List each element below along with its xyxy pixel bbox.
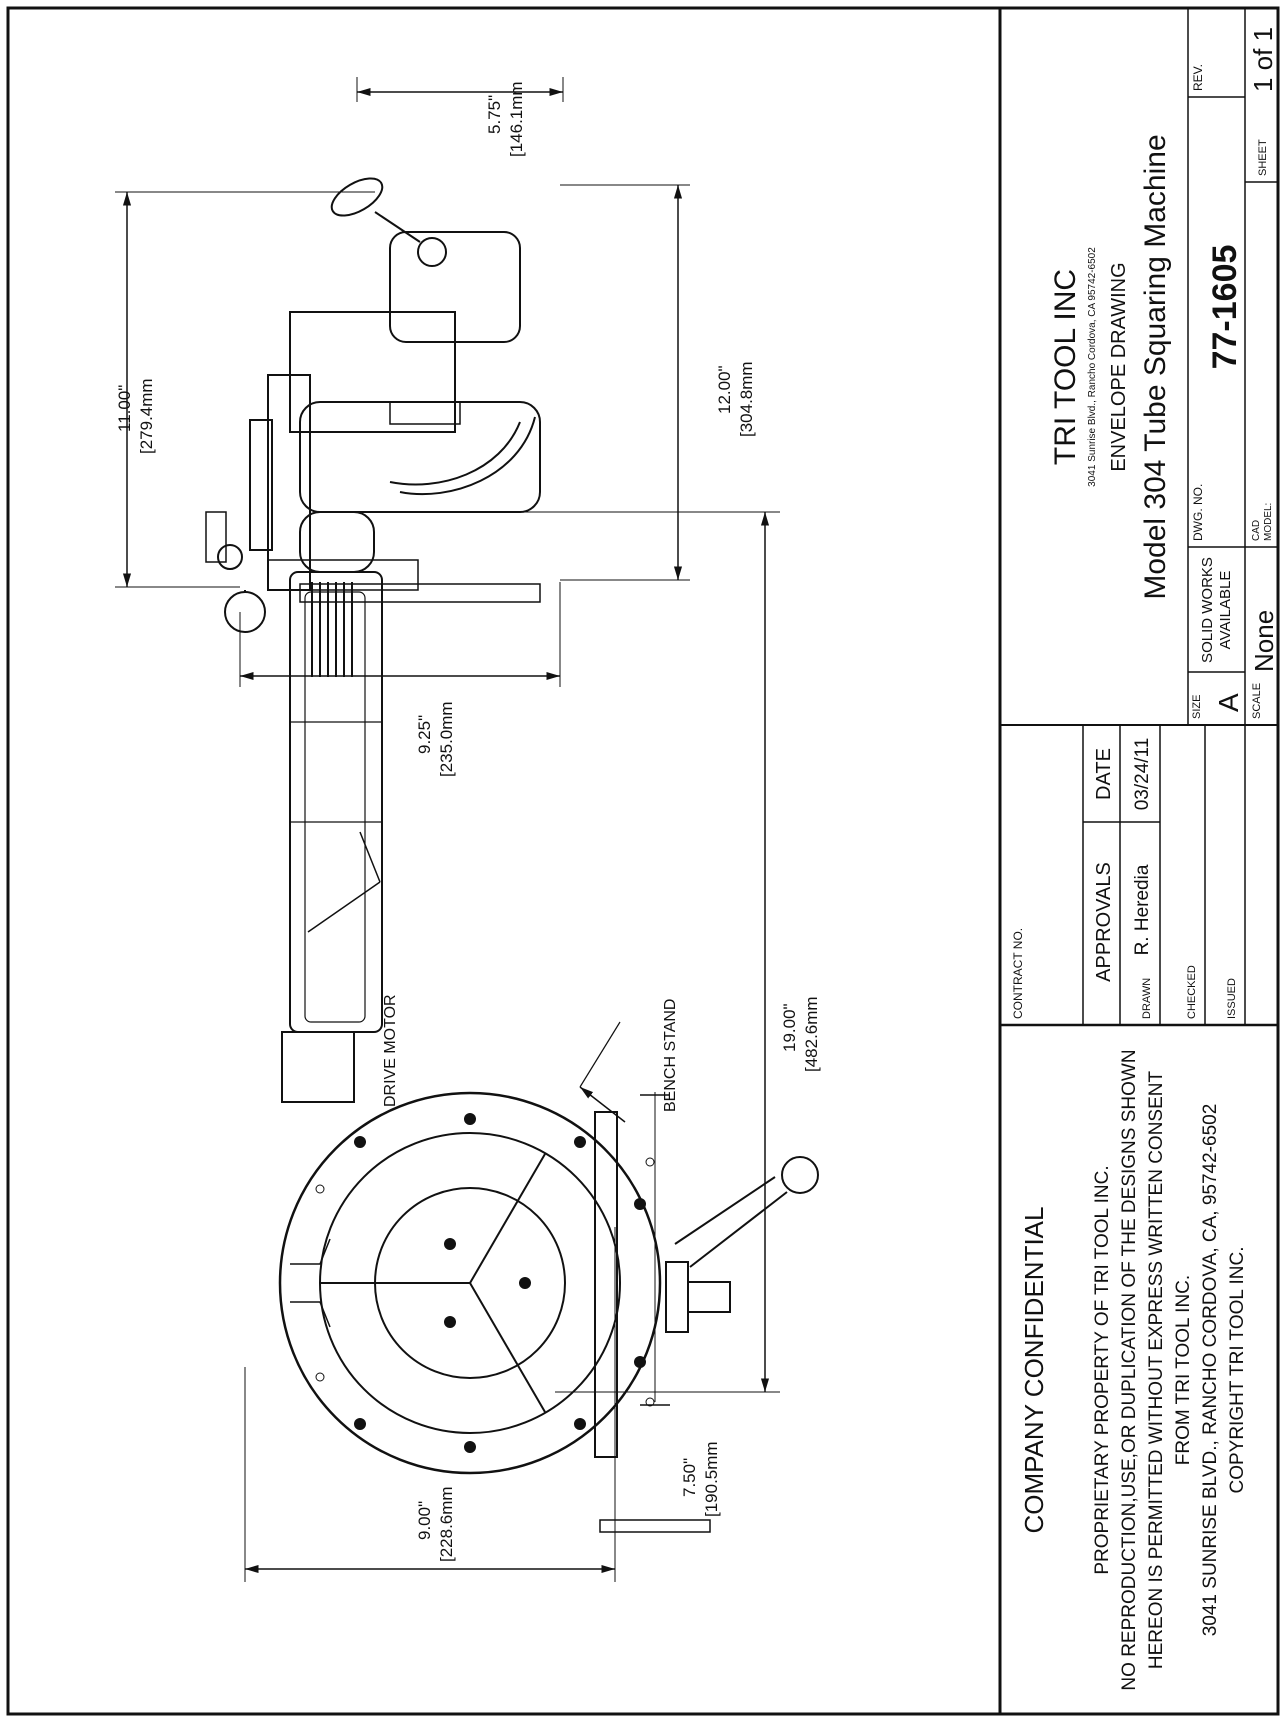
dim-12-00-mm: [304.8mm (737, 361, 756, 437)
ring-bolts (354, 1113, 646, 1453)
approvals-label: APPROVALS (1093, 862, 1115, 982)
dim-9-25-mm: [235.0mm (437, 701, 456, 777)
dim-7-50-mm: [190.5mm (702, 1441, 721, 1517)
callout-bench-stand: BENCH STAND (662, 999, 679, 1113)
drawn-by: R. Heredia (1132, 864, 1153, 955)
sheet-label: SHEET (1257, 139, 1269, 176)
notice-line-6: COPYRIGHT TRI TOOL INC. (1227, 1246, 1248, 1493)
dim-5-75-mm: [146.1mm (507, 81, 526, 157)
notice-line-4: FROM TRI TOOL INC. (1173, 1275, 1194, 1465)
drawing-type: ENVELOPE DRAWING (1108, 262, 1130, 471)
cad-model-line-2: MODEL: (1263, 503, 1274, 541)
sheet-border (6, 6, 1280, 1716)
notice-line-3: HEREON IS PERMITTED WITHOUT EXPRESS WRIT… (1146, 1071, 1167, 1670)
bench-stand (594, 1111, 618, 1458)
rev-label: REV. (1191, 64, 1205, 91)
notice-line-5: 3041 SUNRISE BLVD., RANCHO CORDOVA, CA, … (1200, 1104, 1221, 1637)
dim-9-00-in: 9.00" (415, 1501, 434, 1540)
dimension-labels: 9.00" [228.6mm 7.50" [190.5mm 19.00" [48… (115, 81, 821, 1562)
company-address: 3041 Sunrise Blvd., Rancho Cordova, CA 9… (1087, 247, 1098, 487)
drawn-date: 03/24/11 (1132, 738, 1153, 811)
date-label: DATE (1093, 748, 1115, 800)
notice-line-2: NO REPRODUCTION,USE,OR DUPLICATION OF TH… (1119, 1049, 1140, 1690)
dwg-no-label: DWG. NO. (1191, 484, 1205, 541)
dim-19-00-mm: [482.6mm (802, 996, 821, 1072)
dim-11-00-in: 11.00" (115, 385, 134, 432)
dim-9-00-mm: [228.6mm (437, 1486, 456, 1562)
checked-label: CHECKED (1186, 965, 1198, 1019)
drawn-label: DRAWN (1141, 978, 1153, 1019)
drawing-title: Model 304 Tube Squaring Machine (1139, 134, 1172, 599)
solidworks-line-2: AVAILABLE (1217, 571, 1234, 650)
dim-5-75-in: 5.75" (485, 95, 504, 134)
scale-label: SCALE (1251, 683, 1263, 719)
dim-12-00-in: 12.00" (715, 365, 734, 414)
callout-drive-motor: DRIVE MOTOR (382, 994, 399, 1107)
dim-19-00-in: 19.00" (780, 1003, 799, 1052)
notice-line-1: PROPRIETARY PROPERTY OF TRI TOOL INC. (1092, 1165, 1113, 1574)
cad-model-line-1: CAD (1251, 520, 1262, 541)
dim-9-25-in: 9.25" (415, 715, 434, 754)
title-block: COMPANY CONFIDENTIAL PROPRIETARY PROPERT… (998, 8, 1279, 1714)
side-view (115, 77, 690, 687)
company-confidential: COMPANY CONFIDENTIAL (1019, 1207, 1049, 1534)
drive-motor (281, 511, 383, 1103)
contract-no-label: CONTRACT NO. (1011, 928, 1025, 1019)
dim-7-50-in: 7.50" (680, 1458, 699, 1497)
dwg-no: 77-1605 (1206, 245, 1244, 370)
front-view (244, 511, 819, 1582)
size-label: SIZE (1191, 695, 1203, 719)
solidworks-line-1: SOLID WORKS (1199, 557, 1216, 663)
clamp-ring (278, 1091, 662, 1475)
lever-knob (781, 1156, 819, 1194)
dim-11-00-mm: [279.4mm (137, 378, 156, 454)
sheet-value: 1 of 1 (1248, 27, 1278, 92)
company-name: TRI TOOL INC (1049, 269, 1082, 465)
scale-value: None (1249, 610, 1279, 672)
motor-housing-side (299, 401, 541, 513)
size-value: A (1213, 693, 1244, 712)
issued-label: ISSUED (1226, 978, 1238, 1019)
